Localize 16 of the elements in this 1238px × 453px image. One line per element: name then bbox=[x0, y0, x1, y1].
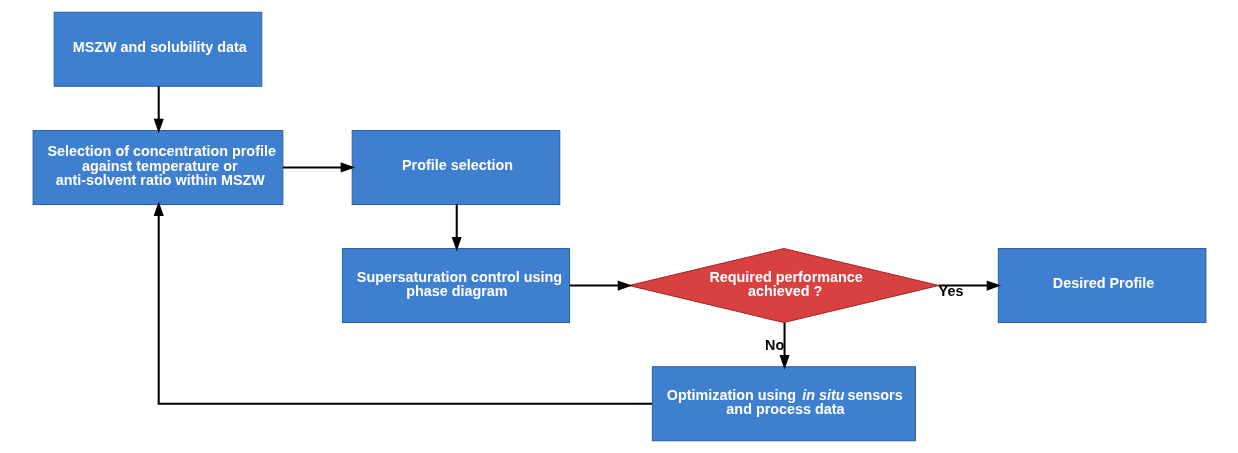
node-box: Supersaturation control using phase diagram bbox=[341, 248, 570, 324]
node-box: MSZW and solubility data bbox=[53, 11, 262, 87]
edge-label: No bbox=[764, 336, 784, 353]
arrow bbox=[153, 86, 164, 134]
arrow bbox=[569, 280, 632, 291]
arrow bbox=[451, 204, 462, 252]
node-box: Profile selection bbox=[351, 129, 560, 205]
node-diamond: Required performance achieved ? bbox=[628, 248, 939, 324]
node-box: Desired Profile bbox=[997, 248, 1206, 324]
edge-label: Yes bbox=[938, 283, 963, 300]
node-box: Optimization using in situ sensors and process data bbox=[651, 366, 916, 442]
arrow bbox=[282, 162, 355, 173]
arrow bbox=[938, 280, 1001, 291]
arrow bbox=[779, 322, 790, 370]
arrow bbox=[153, 201, 652, 405]
node-box: Selection of concentration profile against temperature or anti-solvent ratio within MSZW bbox=[32, 129, 283, 205]
